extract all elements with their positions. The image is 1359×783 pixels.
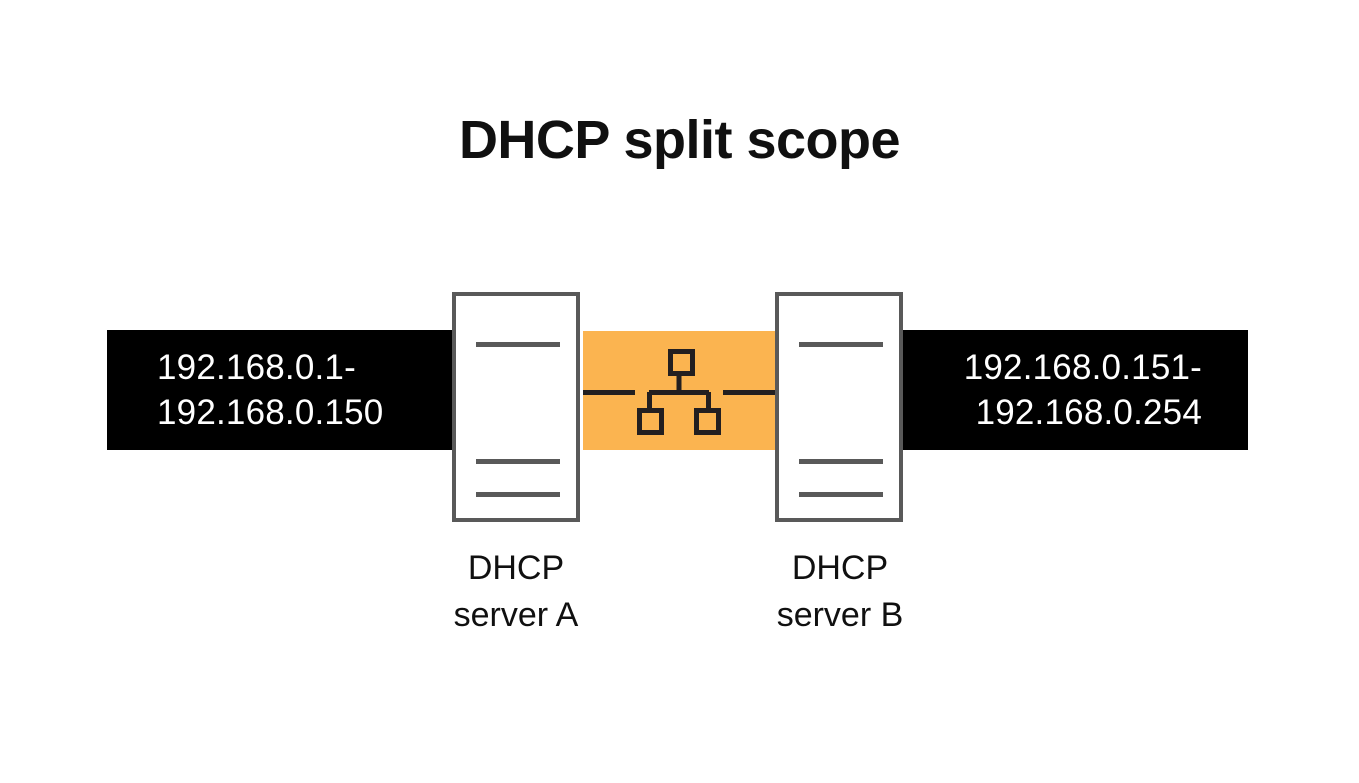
server-a-label: DHCP server A — [406, 545, 626, 639]
server-b-slot-2 — [799, 459, 883, 464]
server-b-label-line2: server B — [776, 595, 904, 634]
scope-range-left-line2: 192.168.0.150 — [157, 393, 384, 432]
scope-range-left-line1: 192.168.0.1- — [157, 347, 356, 387]
scope-range-right: 192.168.0.151- 192.168.0.254 — [881, 330, 1248, 450]
server-a-slot-3 — [476, 492, 560, 497]
link-server-a-to-network — [583, 390, 635, 395]
server-b-label-line1: DHCP — [791, 549, 889, 587]
server-a-slot-2 — [476, 459, 560, 464]
server-b-slot-3 — [799, 492, 883, 497]
server-chassis-icon-a — [452, 292, 580, 522]
link-network-to-server-b — [723, 390, 775, 395]
scope-range-left: 192.168.0.1- 192.168.0.150 — [107, 330, 477, 450]
server-b-slot-1 — [799, 342, 883, 347]
scope-range-right-line2: 192.168.0.254 — [975, 393, 1202, 432]
server-a-label-line2: server A — [453, 595, 579, 634]
page-title: DHCP split scope — [458, 110, 901, 170]
server-a-slot-1 — [476, 342, 560, 347]
server-b-label: DHCP server B — [730, 545, 950, 639]
server-a-label-line1: DHCP — [467, 549, 565, 587]
scope-range-right-line1: 192.168.0.151- — [963, 347, 1202, 387]
server-chassis-icon-b — [775, 292, 903, 522]
network-hierarchy-icon — [634, 348, 724, 436]
